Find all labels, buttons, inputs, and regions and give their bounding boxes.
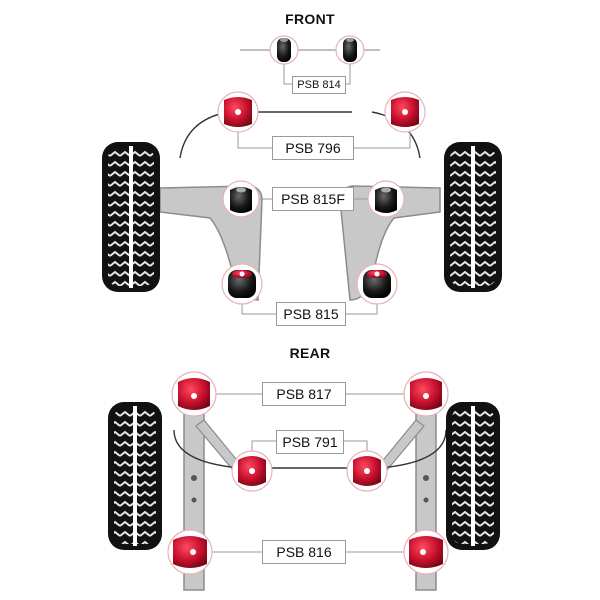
psb-815f-left-bush[interactable]	[222, 180, 260, 218]
front-left-tyre-icon	[102, 142, 160, 292]
front-right-tyre-icon	[444, 142, 502, 292]
rear-right-tyre-icon	[446, 402, 500, 550]
rear-left-tyre-icon	[108, 402, 162, 550]
front-leader-lines	[237, 60, 411, 315]
psb-816-right-bush[interactable]	[403, 529, 449, 575]
psb-796-left-bush[interactable]	[217, 91, 259, 133]
psb-814-left-bush[interactable]	[269, 35, 299, 65]
rear-leader-lines	[212, 393, 406, 553]
psb-796-right-bush[interactable]	[384, 91, 426, 133]
psb-815-left-bush[interactable]	[221, 263, 263, 305]
psb-814-right-bush[interactable]	[335, 35, 365, 65]
psb-817-right-bush[interactable]	[403, 371, 449, 417]
psb-816-left-bush[interactable]	[167, 529, 213, 575]
psb-791-right-bush[interactable]	[346, 450, 388, 492]
label-psb-791[interactable]: PSB 791	[276, 430, 344, 454]
rear-title: REAR	[289, 345, 331, 361]
label-psb-815f[interactable]: PSB 815F	[272, 187, 354, 211]
front-title: FRONT	[285, 11, 335, 27]
psb-815-right-bush[interactable]	[356, 263, 398, 305]
psb-817-left-bush[interactable]	[171, 371, 217, 417]
label-psb-815[interactable]: PSB 815	[276, 302, 346, 326]
label-psb-796[interactable]: PSB 796	[272, 136, 354, 160]
psb-815f-right-bush[interactable]	[367, 180, 405, 218]
label-psb-816[interactable]: PSB 816	[262, 540, 346, 564]
psb-791-left-bush[interactable]	[231, 450, 273, 492]
label-psb-814[interactable]: PSB 814	[292, 76, 346, 94]
label-psb-817[interactable]: PSB 817	[262, 382, 346, 406]
